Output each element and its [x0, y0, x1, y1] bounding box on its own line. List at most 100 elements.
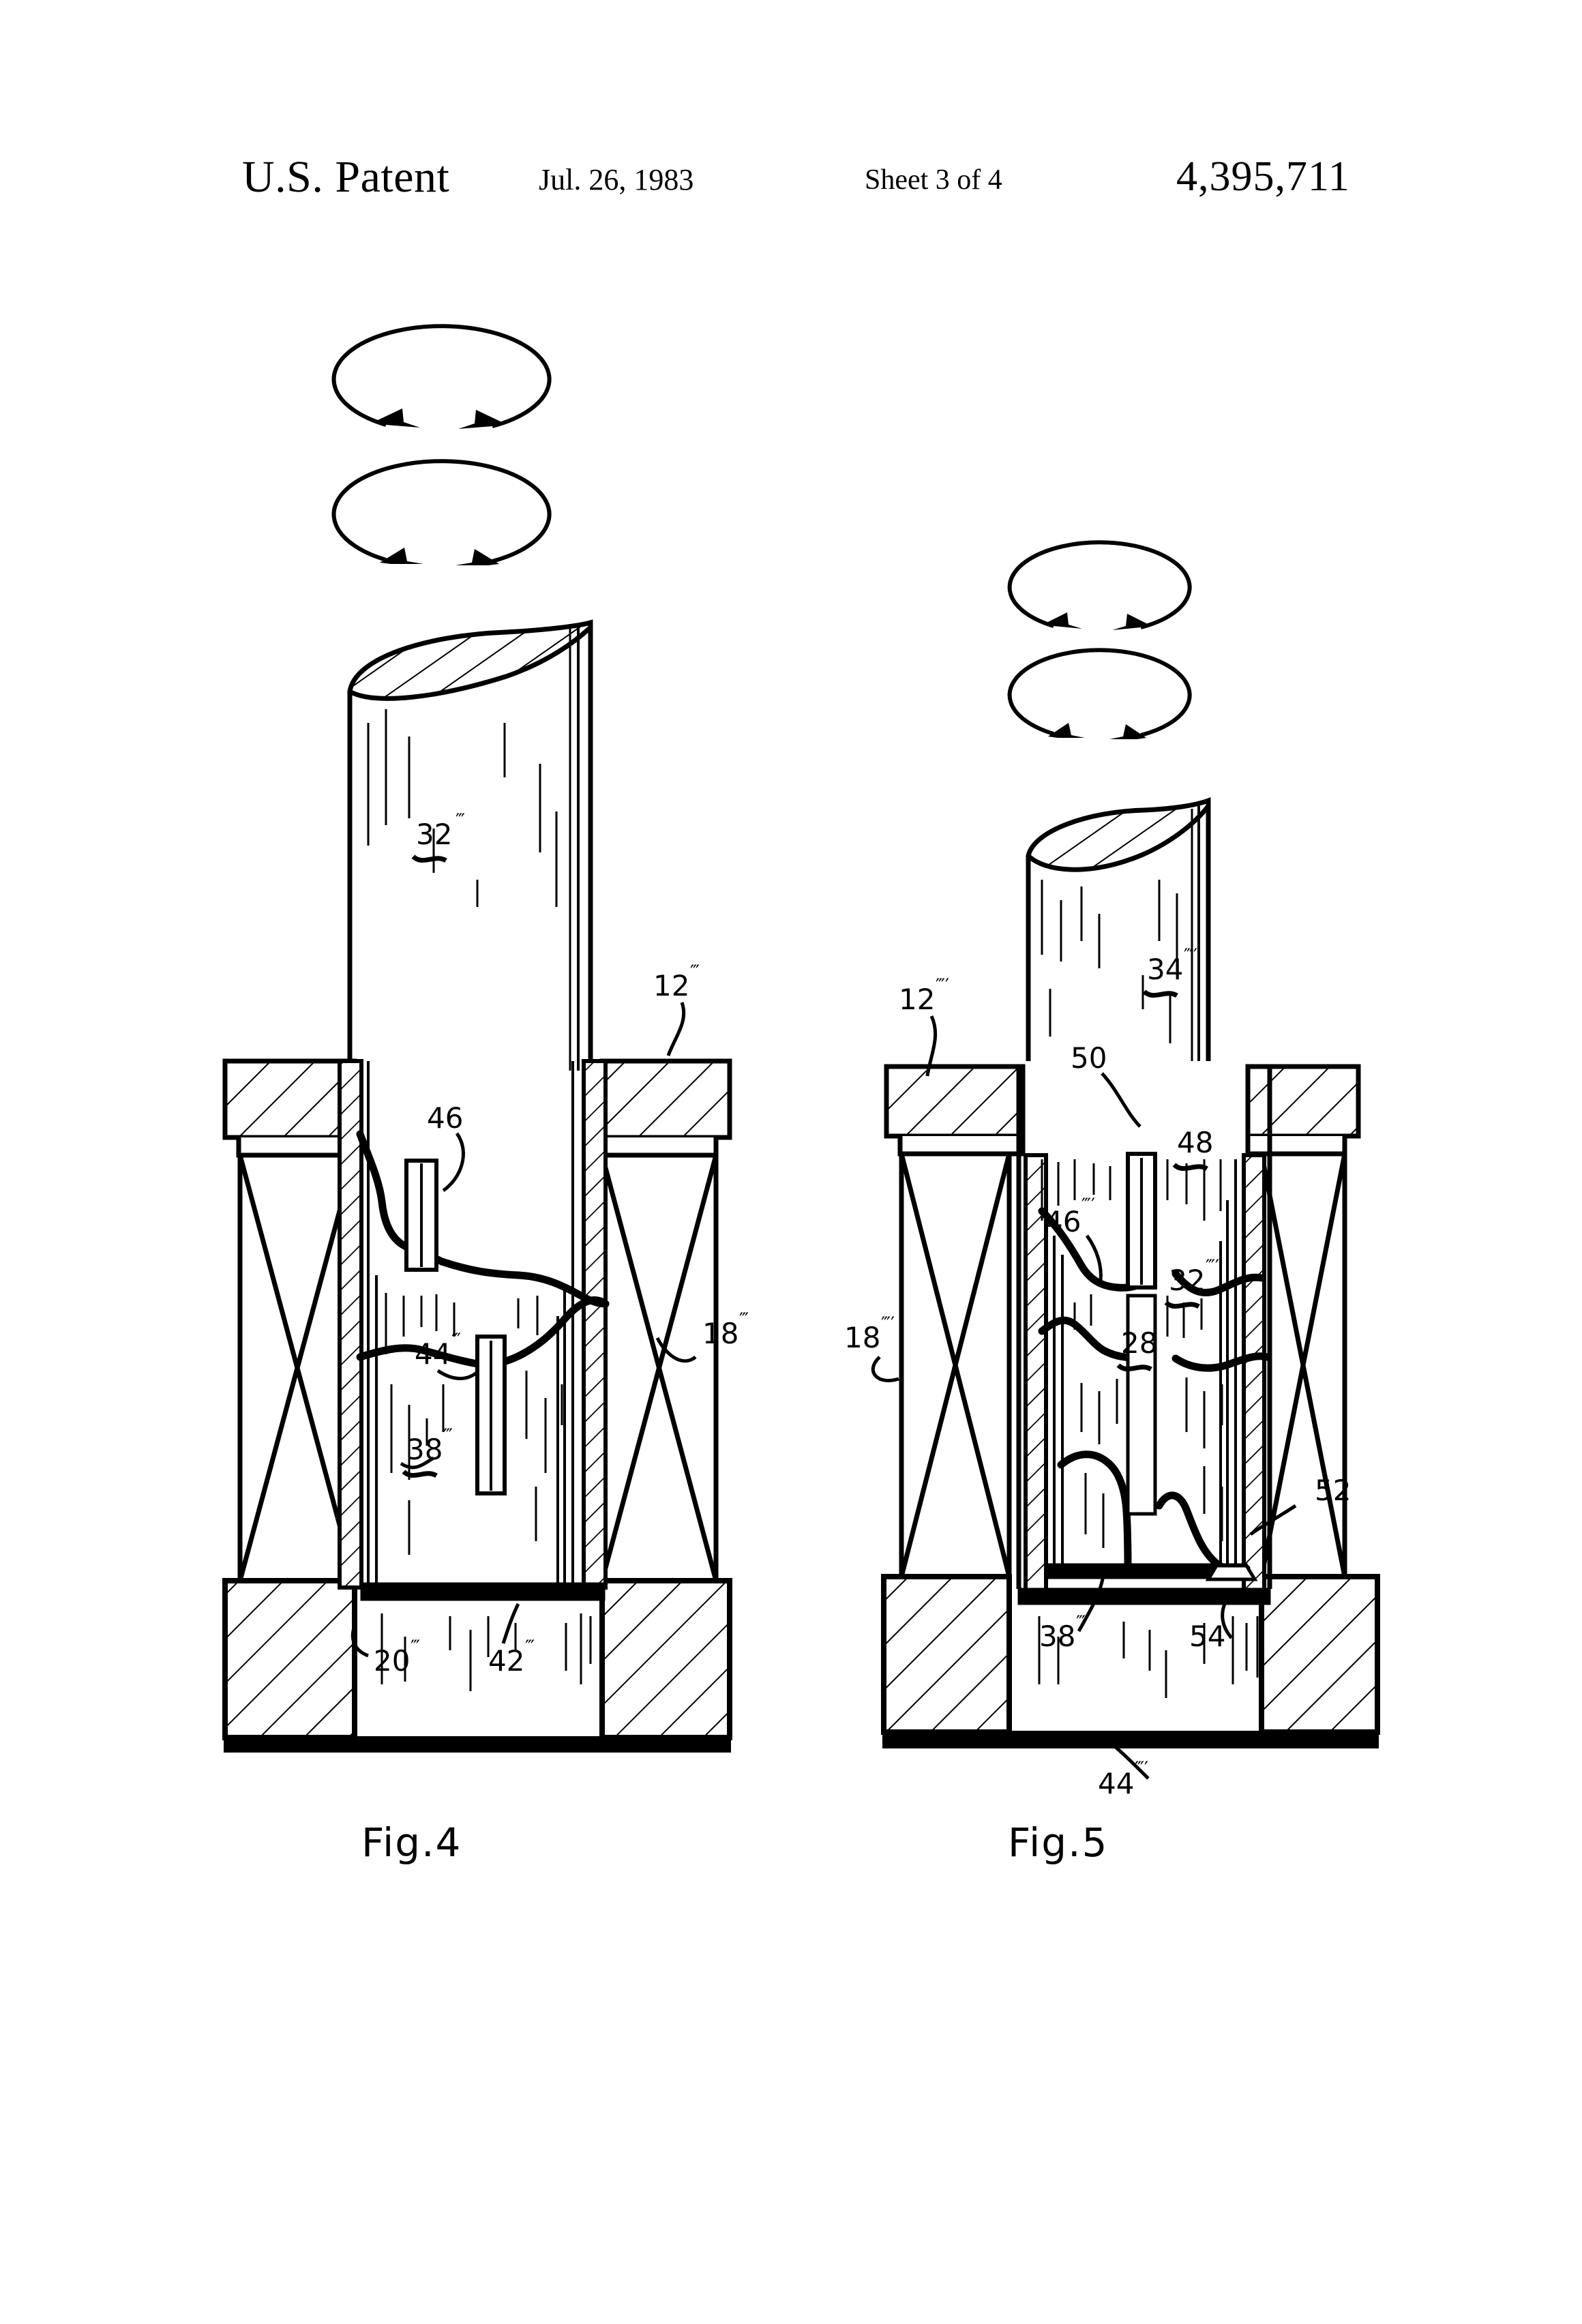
fig4-induction-coil-left	[237, 1154, 357, 1581]
fig5-leader-12	[925, 1015, 938, 1077]
patent-header: U.S. Patent Jul. 26, 1983 Sheet 3 of 4 4…	[0, 151, 1582, 233]
fig5-labels: 34 ‴′ 12 ‴′ 50 48 46 ‴′ 18 ‴′ 32 ‴′ 28 5…	[844, 945, 1351, 1800]
patent-office-title: U.S. Patent	[242, 152, 450, 202]
fig5-interface-lower-right	[1155, 1491, 1251, 1575]
fig5-label-32-primes: ‴′	[1206, 1256, 1219, 1277]
fig5-flange-step-left	[897, 1136, 1026, 1157]
fig5-interface-lower-left	[1057, 1450, 1132, 1573]
fig5-rotation-arc-lower	[1007, 648, 1192, 737]
fig5-label-34-primes: ‴′	[1184, 945, 1197, 966]
fig5-flange-block-top-right	[1245, 1064, 1361, 1139]
fig4-rotation-arc-upper	[331, 324, 552, 428]
fig5-crystal-rod	[1026, 796, 1211, 1061]
fig5-label-18: 18	[844, 1321, 880, 1354]
fig5-shading	[1038, 1159, 1259, 1698]
figure-4-caption: Fig.4	[361, 1819, 462, 1866]
fig4-crucible-wall-left	[338, 1059, 363, 1590]
fig4-flange-step-left	[236, 1137, 357, 1158]
fig5-leader-38	[1077, 1575, 1105, 1633]
fig4-rotation-arrows	[331, 324, 552, 565]
fig5-label-12-primes: ‴′	[936, 975, 949, 996]
fig4-label-44-primes: ‴	[451, 1330, 461, 1351]
fig4-label-12-primes: ‴	[690, 962, 700, 983]
fig5-base-block-left	[881, 1574, 1012, 1735]
fig4-capillary-lower	[475, 1335, 507, 1495]
fig5-rotation-arrowhead-lower-right	[1109, 724, 1146, 739]
fig5-furnace-housing	[881, 1064, 1380, 1748]
fig4-rotation-arc-lower	[331, 459, 552, 563]
fig5-underline-32	[1164, 1300, 1200, 1309]
fig5-leader-44	[1106, 1739, 1150, 1780]
fig5-label-46: 46	[1045, 1205, 1081, 1238]
fig5-rotation-arc-upper	[1007, 540, 1192, 629]
fig5-outer-crucible-bottom	[1017, 1588, 1271, 1605]
fig4-crystal-rod	[347, 619, 593, 1071]
fig5-label-44-primes: ‴′	[1135, 1758, 1148, 1779]
fig5-leader-50	[1101, 1072, 1141, 1128]
fig4-labels: 32 ‴ 12 ‴ 46 18 ‴ 44 ‴ 38 ‴ 20 ‴ 42 ‴	[374, 810, 749, 1678]
fig4-label-20: 20	[374, 1644, 410, 1678]
fig5-base-block-right	[1259, 1574, 1380, 1735]
fig4-flange-step-right	[599, 1137, 719, 1158]
fig5-label-44: 44	[1098, 1767, 1134, 1800]
patent-issue-date: Jul. 26, 1983	[539, 163, 694, 196]
fig4-label-38-primes: ‴	[443, 1425, 453, 1446]
fig4-label-18-primes: ‴	[739, 1309, 749, 1330]
fig4-underline-38	[402, 1470, 438, 1478]
fig5-label-38: 38	[1039, 1620, 1075, 1653]
sheet-indicator: Sheet 3 of 4	[865, 164, 1002, 196]
fig5-label-52: 52	[1315, 1474, 1351, 1507]
fig5-label-50: 50	[1071, 1041, 1107, 1075]
fig4-melt-shading	[380, 1293, 592, 1691]
fig4-label-20-primes: ‴	[411, 1637, 420, 1658]
fig5-label-38-primes: ‴′	[1076, 1612, 1090, 1633]
fig4-leader-12	[666, 1002, 686, 1056]
fig5-underline-48	[1172, 1163, 1208, 1172]
fig4-label-12: 12	[653, 969, 689, 1002]
fig5-rotation-arrowhead-upper-right	[1112, 614, 1149, 630]
fig5-guide-tube	[1126, 1152, 1157, 1516]
fig4-label-32-primes: ‴	[456, 810, 465, 831]
fig4-rod-shading	[367, 709, 558, 907]
fig5-leader-lines	[871, 1015, 1297, 1780]
fig5-label-12: 12	[899, 983, 935, 1016]
fig4-leader-46	[442, 1132, 465, 1193]
fig4-base-plate	[224, 1736, 731, 1753]
fig5-vessel-walls	[1016, 1067, 1272, 1589]
fig4-rotation-arrowhead-upper-right	[458, 410, 502, 429]
fig4-leader-18	[655, 1337, 697, 1363]
fig4-crucible-tube	[338, 1059, 608, 1601]
fig5-label-34: 34	[1147, 953, 1183, 986]
fig5-underline-28	[1116, 1363, 1152, 1372]
fig4-leader-20	[350, 1622, 369, 1658]
fig5-rotation-arrowhead-upper-left	[1045, 612, 1082, 629]
fig4-melt-interface	[356, 1130, 610, 1369]
fig4-label-46: 46	[427, 1101, 463, 1135]
fig5-leader-18	[871, 1356, 899, 1382]
fig4-crucible-bottom	[360, 1582, 606, 1601]
figure-4: 32 ‴ 12 ‴ 46 18 ‴ 44 ‴ 38 ‴ 20 ‴ 42 ‴	[222, 324, 749, 1753]
fig4-leader-38	[400, 1456, 435, 1470]
fig5-rod-shading	[1041, 880, 1178, 1043]
fig4-label-42-primes: ‴	[525, 1637, 535, 1658]
figure-5-caption: Fig.5	[1008, 1819, 1109, 1866]
fig4-label-44: 44	[415, 1337, 451, 1371]
fig4-label-32: 32	[416, 818, 452, 851]
fig5-induction-coil-right	[1259, 1153, 1347, 1577]
fig4-label-38: 38	[406, 1433, 443, 1466]
fig5-crucible-tube	[1017, 1153, 1271, 1605]
fig5-leader-46	[1085, 1234, 1103, 1281]
fig5-rod-bevel-face	[1026, 796, 1211, 872]
fig4-leader-44	[436, 1369, 479, 1380]
fig4-label-42: 42	[488, 1644, 524, 1678]
fig5-leader-52	[1249, 1504, 1297, 1536]
fig5-label-54: 54	[1189, 1620, 1225, 1653]
fig4-capillary-upper	[404, 1159, 438, 1272]
fig5-interface-upper-right	[1171, 1270, 1266, 1297]
fig4-rotation-arrowhead-upper-left	[376, 408, 420, 428]
fig4-induction-coil-right	[599, 1154, 719, 1581]
fig4-interface-upper-right	[438, 1257, 610, 1308]
fig4-leader-42	[501, 1603, 520, 1644]
